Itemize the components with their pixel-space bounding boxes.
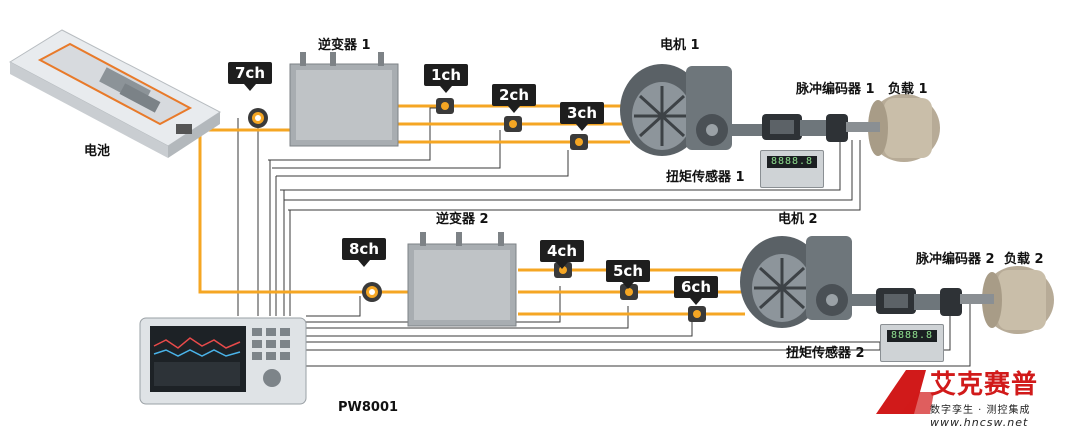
current-sensor-1ch: [436, 98, 454, 114]
channel-tag-7ch: 7ch: [228, 62, 273, 91]
encoder-2: [876, 288, 916, 314]
brand-url: www.hncsw.net: [930, 416, 1029, 429]
power-analyzer: [139, 317, 307, 405]
signal-wires: [237, 107, 971, 367]
motor-2-label: 电机 2: [778, 212, 818, 227]
brand-watermark: 艾克赛普 数字孪生 · 测控集成 www.hncsw.net: [930, 364, 1038, 429]
encoder-1: [762, 114, 802, 140]
torque-display-1: 8888.8: [760, 150, 824, 188]
inverter-2: [407, 232, 517, 327]
channel-tag-8ch: 8ch: [342, 238, 387, 267]
load-2: [960, 266, 1054, 334]
torque-sensor-1: [800, 114, 848, 142]
motor-1: [620, 64, 764, 156]
inverter-1: [289, 52, 399, 147]
channel-tag-1ch: 1ch: [424, 64, 469, 93]
load-1: [846, 94, 940, 162]
torque-sensor-2: [914, 288, 962, 316]
analyzer-label: PW8001: [338, 400, 399, 415]
brand-logo-mark: [876, 370, 934, 414]
current-sensor-3ch: [570, 134, 588, 150]
channel-tag-4ch: 4ch: [540, 240, 585, 269]
torque-sensor-1-label: 扭矩传感器 1: [666, 170, 745, 185]
current-sensor-2ch: [504, 116, 522, 132]
encoder-1-label: 脉冲编码器 1: [796, 82, 875, 97]
current-sensor-8ch: [362, 282, 382, 302]
current-sensor-7ch: [248, 108, 268, 128]
brand-tagline: 数字孪生 · 测控集成: [930, 405, 1031, 416]
inverter-2-label: 逆变器 2: [436, 212, 489, 227]
channel-tag-6ch: 6ch: [674, 276, 719, 305]
channel-tag-3ch: 3ch: [560, 102, 605, 131]
brand-name: 艾克赛普: [930, 370, 1039, 400]
torque-display-1-readout: 8888.8: [767, 156, 817, 168]
load-1-label: 负载 1: [888, 82, 928, 97]
current-sensor-6ch: [688, 306, 706, 322]
battery-label: 电池: [84, 144, 111, 159]
channel-tag-2ch: 2ch: [492, 84, 537, 113]
motor-2: [740, 236, 878, 328]
torque-display-2: 8888.8: [880, 324, 944, 362]
channel-tag-5ch: 5ch: [606, 260, 651, 289]
inverter-1-label: 逆变器 1: [318, 38, 371, 53]
torque-display-2-readout: 8888.8: [887, 330, 937, 342]
load-2-label: 负载 2: [1004, 252, 1044, 267]
encoder-2-label: 脉冲编码器 2: [916, 252, 995, 267]
motor-1-label: 电机 1: [660, 38, 700, 53]
battery-pack: [8, 29, 221, 158]
torque-sensor-2-label: 扭矩传感器 2: [786, 346, 865, 361]
